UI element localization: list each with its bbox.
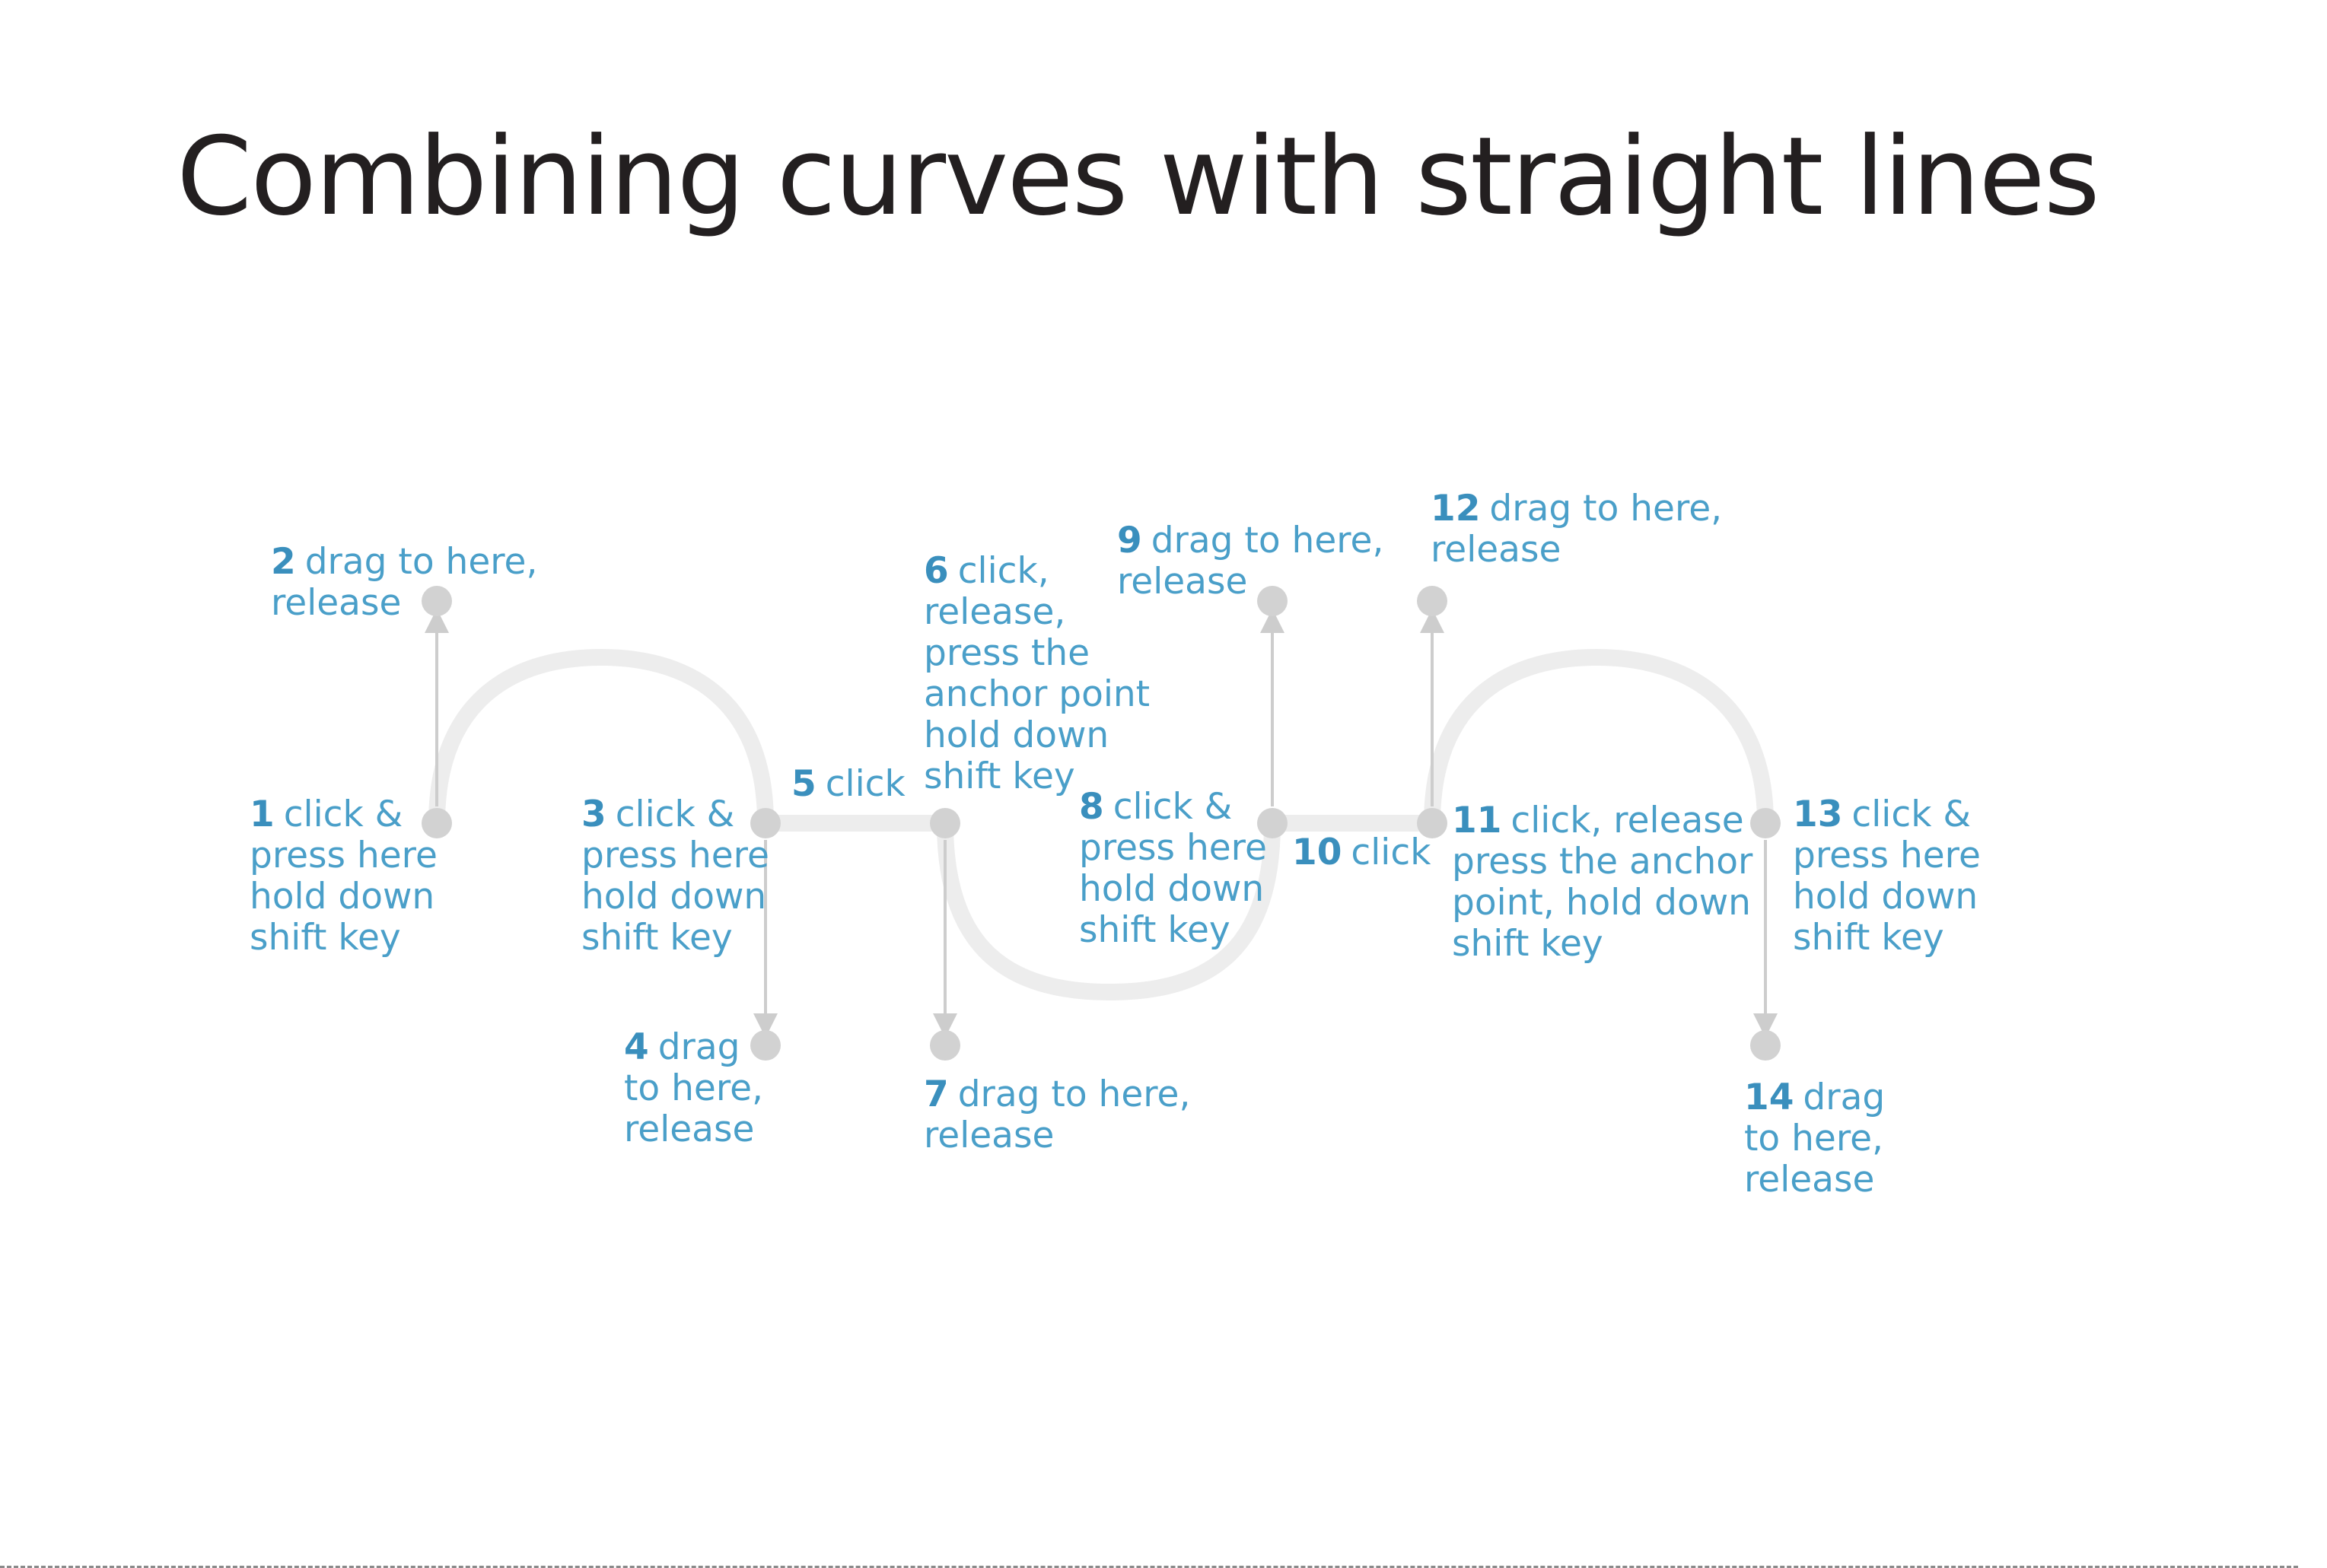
anchor-point-4	[750, 1030, 781, 1061]
step-number: 11	[1452, 800, 1502, 841]
anchor-points	[422, 586, 1781, 1061]
step-number: 13	[1793, 794, 1843, 835]
handle-arrows	[425, 609, 1778, 1038]
anchor-point-11	[1750, 808, 1781, 838]
anchor-point-8	[1257, 586, 1288, 616]
step-number: 1	[250, 794, 275, 835]
anchor-point-6	[930, 1030, 960, 1061]
anchor-point-10	[1417, 586, 1447, 616]
anchor-point-1	[422, 808, 452, 838]
anchor-point-3	[750, 808, 781, 838]
page-title: Combining curves with straight lines	[177, 114, 2100, 240]
step-number: 5	[791, 763, 817, 805]
step-number: 9	[1117, 520, 1142, 561]
anchor-point-9	[1417, 808, 1447, 838]
step-number: 6	[924, 550, 949, 592]
step-number: 3	[581, 794, 606, 835]
path-curve	[428, 649, 1774, 1000]
step-number: 8	[1079, 786, 1104, 828]
anchor-point-12	[1750, 1030, 1781, 1061]
step-number: 2	[271, 541, 296, 583]
anchor-point-7	[1257, 808, 1288, 838]
step-number: 14	[1744, 1077, 1794, 1118]
step-number: 10	[1292, 832, 1342, 873]
path-stroke	[428, 649, 1774, 1000]
anchor-point-5	[930, 808, 960, 838]
step-number: 7	[924, 1073, 949, 1115]
step-number: 12	[1431, 488, 1481, 530]
step-number: 4	[624, 1026, 649, 1068]
anchor-point-2	[422, 586, 452, 616]
